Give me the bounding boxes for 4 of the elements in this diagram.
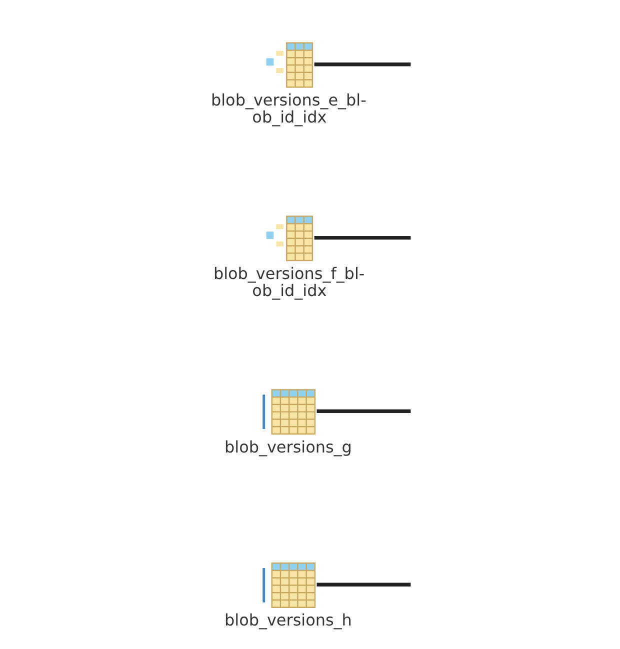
node-label: blob_versions_g [224,437,352,456]
node-label: blob_versions_e_bl- ob_id_idx [210,90,366,127]
node-label: blob_versions_f_bl- ob_id_idx [213,264,365,300]
node-label: blob_versions_h [224,610,352,630]
